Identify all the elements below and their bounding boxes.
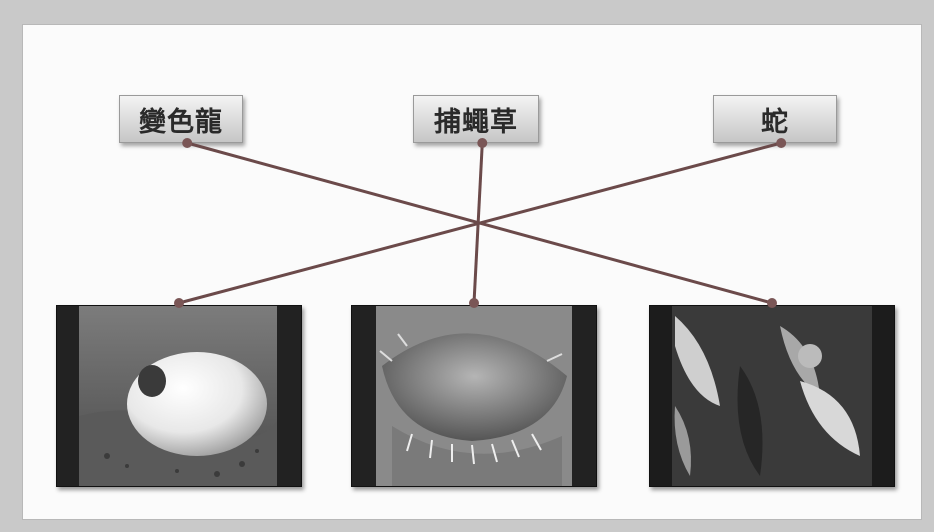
connection-dot-4[interactable] [469, 298, 479, 308]
label-chameleon[interactable]: 變色龍 [119, 95, 243, 143]
egg-photo-icon [57, 306, 301, 486]
label-text: 蛇 [761, 106, 789, 138]
photo-leaves[interactable] [649, 305, 895, 487]
connection-dot-1[interactable] [477, 138, 488, 148]
connection-dot-5[interactable] [767, 298, 777, 308]
venus-flytrap-photo-icon [352, 306, 596, 486]
connection-line-2 [178, 141, 782, 305]
connection-dot-2[interactable] [776, 138, 787, 148]
label-text: 捕蠅草 [434, 106, 518, 138]
label-text: 變色龍 [139, 106, 223, 138]
diagram-panel: 變色龍 捕蠅草 蛇 [22, 24, 922, 520]
photo-venus-flytrap[interactable] [351, 305, 597, 487]
connection-dot-3[interactable] [174, 298, 184, 308]
connection-dot-0[interactable] [182, 138, 193, 148]
label-venus-flytrap[interactable]: 捕蠅草 [413, 95, 539, 143]
label-snake[interactable]: 蛇 [713, 95, 837, 143]
leaves-photo-icon [650, 306, 894, 486]
photo-egg[interactable] [56, 305, 302, 487]
